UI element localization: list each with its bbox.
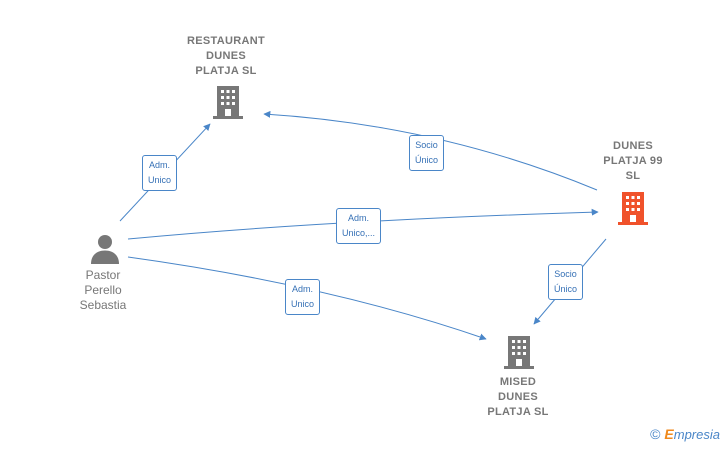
- edge-label-pastor-dunes99[interactable]: Adm. Unico,...: [336, 208, 382, 244]
- node-label-line: PLATJA SL: [195, 65, 257, 77]
- node-label-pastor[interactable]: Pastor Perello Sebastia: [60, 268, 146, 313]
- node-label-line: DUNES: [612, 140, 653, 152]
- edge-label-line: Único: [554, 284, 578, 294]
- node-label-line: DUNES: [205, 50, 246, 62]
- building-icon-graphic: [618, 192, 648, 225]
- person-icon-graphic: [91, 235, 119, 264]
- edge-label-line: Adm.: [348, 213, 370, 223]
- empresia-logo: ©Empresia: [650, 426, 720, 442]
- edge-label-line: Socio: [554, 269, 577, 279]
- node-label-dunes99[interactable]: DUNES PLATJA 99 SL: [590, 139, 676, 184]
- brand-name-rest: mpresia: [673, 427, 720, 442]
- building-icon[interactable]: [212, 84, 244, 120]
- building-icon[interactable]: [503, 334, 535, 370]
- building-icon-graphic: [504, 336, 534, 369]
- node-label-line: Perello: [84, 283, 122, 297]
- building-icon-graphic: [213, 86, 243, 119]
- node-label-line: RESTAURANT: [187, 35, 265, 47]
- edge-label-line: Adm.: [292, 284, 314, 294]
- node-label-line: PLATJA 99: [603, 155, 663, 167]
- edge-label-pastor-mised[interactable]: Adm. Unico: [285, 279, 321, 315]
- edge-label-line: Unico: [291, 299, 315, 309]
- edge-label-line: Socio: [415, 140, 438, 150]
- building-icon[interactable]: [617, 190, 649, 226]
- node-label-restaurant[interactable]: RESTAURANT DUNES PLATJA SL: [178, 34, 274, 79]
- copyright-symbol: ©: [650, 426, 661, 442]
- node-label-line: Sebastia: [79, 298, 127, 312]
- edge-label-line: Unico: [148, 175, 172, 185]
- node-label-line: MISED: [499, 376, 537, 388]
- edge-label-pastor-restaurant[interactable]: Adm. Unico: [142, 155, 178, 191]
- person-icon[interactable]: [90, 233, 120, 265]
- edge-label-dunes99-restaurant[interactable]: Socio Único: [409, 135, 445, 171]
- node-label-line: PLATJA SL: [487, 406, 549, 418]
- edge-label-line: Unico,...: [342, 228, 376, 238]
- edge-label-line: Adm.: [149, 160, 171, 170]
- node-label-line: SL: [625, 170, 641, 182]
- node-label-line: DUNES: [497, 391, 538, 403]
- node-label-line: Pastor: [85, 268, 121, 282]
- edge-label-dunes99-mised[interactable]: Socio Único: [548, 264, 584, 300]
- edge-label-line: Único: [415, 155, 439, 165]
- brand-initial: E: [664, 426, 674, 442]
- node-label-mised[interactable]: MISED DUNES PLATJA SL: [470, 375, 566, 420]
